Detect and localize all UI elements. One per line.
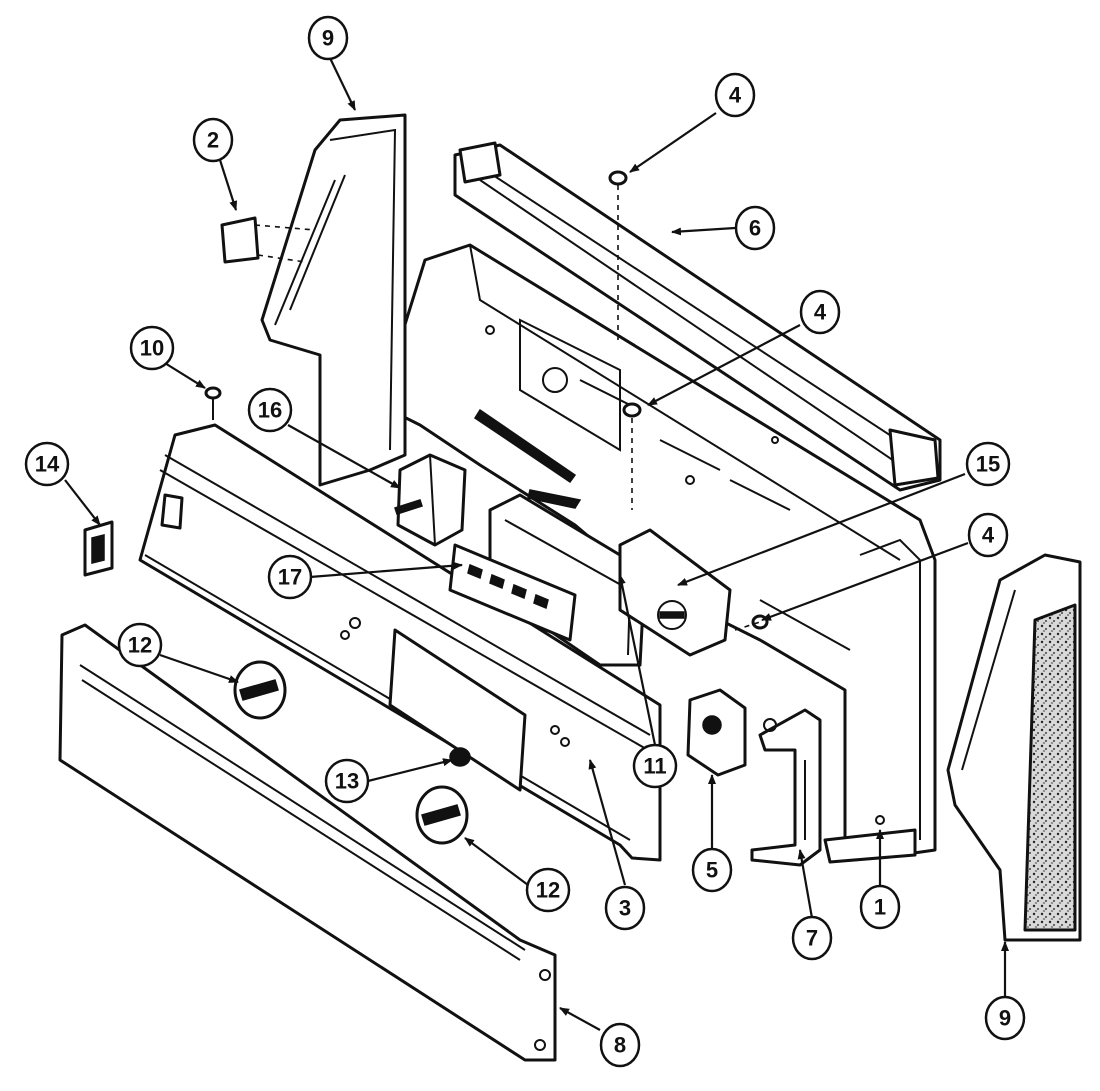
top-rear-rail (453, 141, 942, 492)
callout-11: 11 (632, 743, 678, 789)
callout-9-top: 9 (307, 15, 349, 61)
knob-left (233, 660, 287, 720)
clock-timer (618, 528, 732, 657)
infinite-switch (686, 688, 747, 777)
front-control-panel (138, 423, 662, 862)
svg-text:6: 6 (749, 216, 761, 241)
svg-text:9: 9 (322, 26, 334, 51)
callout-1: 1 (859, 884, 901, 930)
svg-text:8: 8 (614, 1033, 626, 1058)
callout-12-right: 12 (525, 867, 571, 913)
callout-4-top: 4 (714, 72, 756, 118)
callout-6: 6 (734, 205, 776, 251)
svg-text:11: 11 (643, 754, 666, 779)
callout-4-right: 4 (967, 512, 1009, 558)
svg-text:1: 1 (874, 895, 886, 920)
svg-text:3: 3 (619, 896, 631, 921)
callout-4-middle: 4 (799, 289, 841, 335)
small-knob (449, 747, 471, 767)
clip-part (220, 216, 316, 264)
svg-text:10: 10 (140, 336, 164, 361)
svg-text:4: 4 (729, 83, 742, 108)
svg-text:2: 2 (207, 128, 219, 153)
svg-text:15: 15 (976, 452, 1000, 477)
knob-right (415, 785, 469, 845)
svg-text:7: 7 (806, 926, 818, 951)
callout-10: 10 (129, 325, 175, 371)
callout-12-left: 12 (117, 622, 163, 668)
callout-13: 13 (324, 758, 370, 804)
callout-5: 5 (691, 847, 733, 893)
svg-text:9: 9 (999, 1006, 1011, 1031)
callout-2: 2 (192, 117, 234, 163)
callout-3: 3 (604, 885, 646, 931)
callout-16: 16 (247, 387, 293, 433)
switch-block (394, 453, 467, 547)
leader-lines (64, 57, 1009, 1031)
callout-14: 14 (24, 441, 70, 487)
svg-text:17: 17 (278, 565, 302, 590)
svg-text:4: 4 (982, 523, 995, 548)
callout-9-bottom: 9 (984, 995, 1026, 1041)
screw-middle (622, 402, 642, 510)
callout-17: 17 (267, 554, 313, 600)
right-end-cap (946, 553, 1082, 942)
callout-8: 8 (599, 1022, 641, 1068)
rocker-switch (83, 520, 114, 577)
bracket (750, 708, 822, 867)
svg-text:5: 5 (706, 858, 718, 883)
svg-text:13: 13 (335, 769, 359, 794)
svg-text:4: 4 (814, 300, 827, 325)
screw-top (608, 170, 628, 340)
callout-7: 7 (791, 915, 833, 961)
svg-text:16: 16 (258, 398, 282, 423)
screw-panel (204, 386, 222, 420)
clock-housing (488, 489, 647, 667)
svg-text:14: 14 (35, 452, 60, 477)
front-trim (58, 623, 557, 1062)
svg-text:12: 12 (128, 633, 152, 658)
left-end-cap (260, 113, 407, 487)
callout-15: 15 (965, 441, 1011, 487)
svg-text:12: 12 (536, 878, 560, 903)
panel-slots (448, 543, 577, 642)
